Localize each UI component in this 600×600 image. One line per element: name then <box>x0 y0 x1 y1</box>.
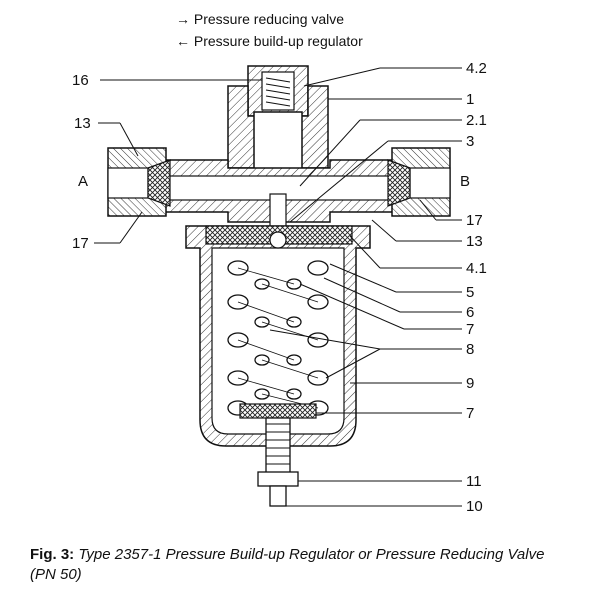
figure-caption: Fig. 3: Type 2357-1 Pressure Build-up Re… <box>30 545 570 585</box>
label-port-a: A <box>78 173 88 190</box>
label-13-right: 13 <box>466 233 483 250</box>
leader-lines <box>94 67 462 507</box>
legend-pressure-buildup: ← Pressure build-up regulator <box>176 33 363 49</box>
caption-figure-number: Fig. 3: <box>30 546 75 563</box>
label-10: 10 <box>466 498 483 515</box>
label-13-left: 13 <box>74 115 91 132</box>
label-17-left: 17 <box>72 235 89 252</box>
part-labels: 16 13 A 17 4.2 1 2.1 3 B 17 13 4.1 5 6 7… <box>72 60 487 515</box>
left-fitting <box>107 147 171 217</box>
valve-body <box>149 159 411 235</box>
label-7-lower: 7 <box>466 405 474 422</box>
label-11: 11 <box>466 473 482 490</box>
label-3: 3 <box>466 133 474 150</box>
label-4-1: 4.1 <box>466 260 487 277</box>
right-fitting <box>387 147 451 217</box>
top-cap <box>247 65 309 117</box>
label-8: 8 <box>466 341 474 358</box>
label-7-upper: 7 <box>466 321 474 338</box>
spring-housing <box>185 225 371 447</box>
caption-text: Type 2357-1 Pressure Build-up Regulator … <box>30 546 545 583</box>
label-2-1: 2.1 <box>466 112 487 129</box>
label-9: 9 <box>466 375 474 392</box>
label-5: 5 <box>466 284 474 301</box>
label-17-right: 17 <box>466 212 483 229</box>
label-16: 16 <box>72 72 89 89</box>
label-6: 6 <box>466 304 474 321</box>
adjusting-screw <box>257 417 299 507</box>
label-4-2: 4.2 <box>466 60 487 77</box>
legend-pressure-reducing: → Pressure reducing valve <box>176 11 345 27</box>
label-port-b: B <box>460 173 470 190</box>
lower-spring-plate <box>239 403 317 419</box>
label-1: 1 <box>466 91 474 108</box>
